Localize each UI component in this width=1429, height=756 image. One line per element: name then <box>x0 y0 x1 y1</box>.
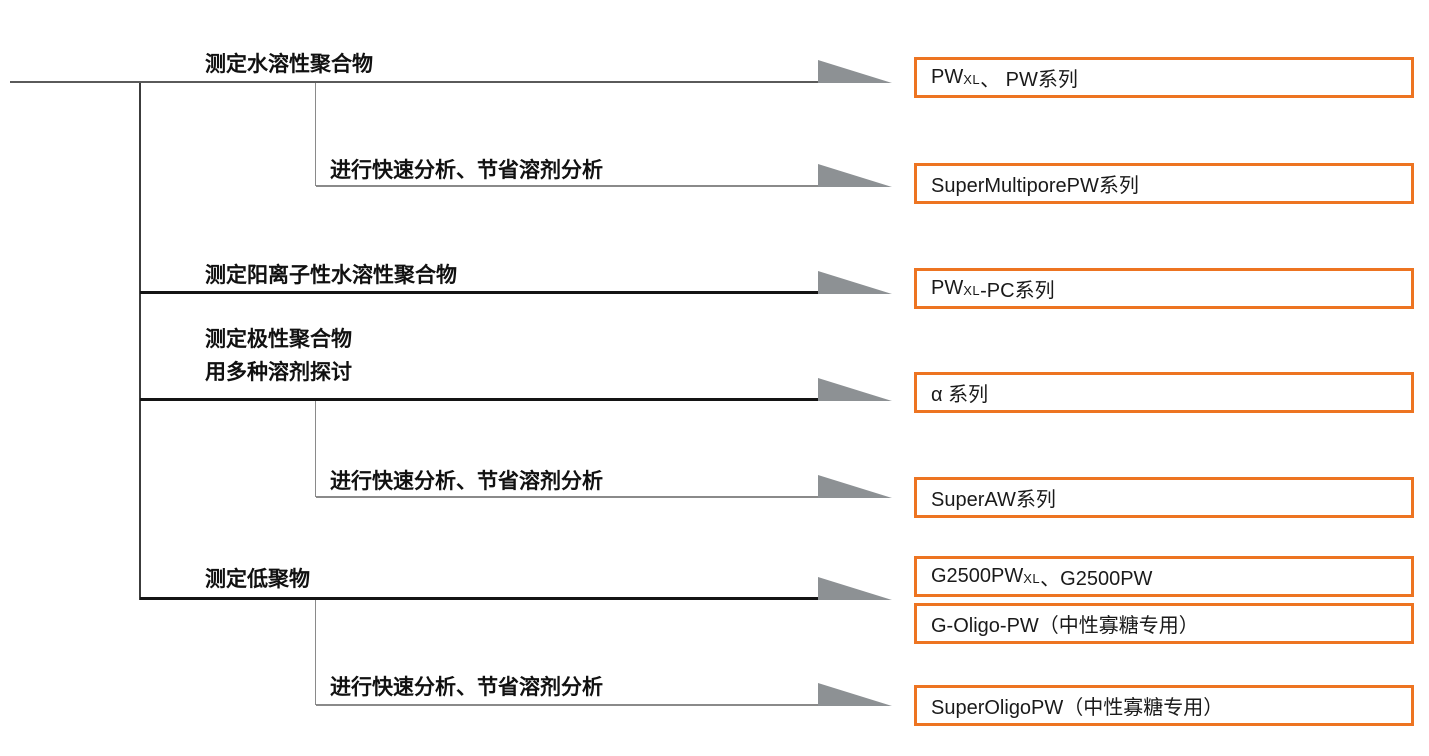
result-box-text: PW <box>931 66 964 88</box>
branch-line-fast-3 <box>316 704 820 706</box>
result-box-subscript: XL <box>963 283 981 298</box>
arrow-icon <box>818 378 892 401</box>
arrow-icon <box>818 164 892 187</box>
subbranch-connector-line-1 <box>315 82 317 186</box>
arrow-icon <box>818 60 892 83</box>
result-box-text: SuperAW系列 <box>931 489 1056 511</box>
result-box-supermultipore-pw: SuperMultiporePW系列 <box>914 163 1414 204</box>
result-box-text: 、G2500PW <box>1040 568 1153 590</box>
arrow-icon <box>818 271 892 294</box>
result-box-g-oligo-pw: G-Oligo-PW（中性寡糖专用） <box>914 603 1414 644</box>
branch-label-polar-polymers-line2: 用多种溶剂探讨 <box>205 361 352 384</box>
result-box-text: -PC系列 <box>980 280 1055 302</box>
branch-line-cationic <box>140 291 820 294</box>
branch-line-water-soluble <box>10 81 820 83</box>
result-box-text: SuperOligoPW（中性寡糖专用） <box>931 697 1224 719</box>
result-box-text: G-Oligo-PW（中性寡糖专用） <box>931 615 1199 637</box>
branch-label-cationic-polymers: 测定阳离子性水溶性聚合物 <box>205 264 457 287</box>
result-box-super-aw: SuperAW系列 <box>914 477 1414 518</box>
result-box-text: SuperMultiporePW系列 <box>931 175 1139 197</box>
result-box-subscript: XL <box>963 72 981 87</box>
arrow-icon <box>818 683 892 706</box>
branch-label-oligomers: 测定低聚物 <box>205 568 310 591</box>
trunk-connector-line <box>139 81 141 600</box>
branch-line-oligomers <box>140 597 820 600</box>
subbranch-connector-line-3 <box>315 599 317 705</box>
branch-line-fast-1 <box>316 185 820 187</box>
result-box-super-oligo-pw: SuperOligoPW（中性寡糖专用） <box>914 685 1414 726</box>
result-box-text: 、 PW系列 <box>980 69 1078 91</box>
branch-label-fast-analysis-3: 进行快速分析、节省溶剂分析 <box>330 676 603 699</box>
arrow-icon <box>818 475 892 498</box>
branch-label-polar-polymers-line1: 测定极性聚合物 <box>205 328 352 351</box>
result-box-text: PW <box>931 277 964 299</box>
result-box-subscript: XL <box>1023 571 1041 586</box>
branch-label-fast-analysis-2: 进行快速分析、节省溶剂分析 <box>330 470 603 493</box>
arrow-icon <box>818 577 892 600</box>
result-box-text: G2500PW <box>931 565 1024 587</box>
branch-label-fast-analysis-1: 进行快速分析、节省溶剂分析 <box>330 159 603 182</box>
branch-label-water-soluble-polymers: 测定水溶性聚合物 <box>205 53 373 76</box>
subbranch-connector-line-2 <box>315 400 317 497</box>
branch-line-fast-2 <box>316 496 820 498</box>
branch-line-polar <box>140 398 820 401</box>
result-box-text: α 系列 <box>931 384 989 406</box>
result-box-alpha-series: α 系列 <box>914 372 1414 413</box>
